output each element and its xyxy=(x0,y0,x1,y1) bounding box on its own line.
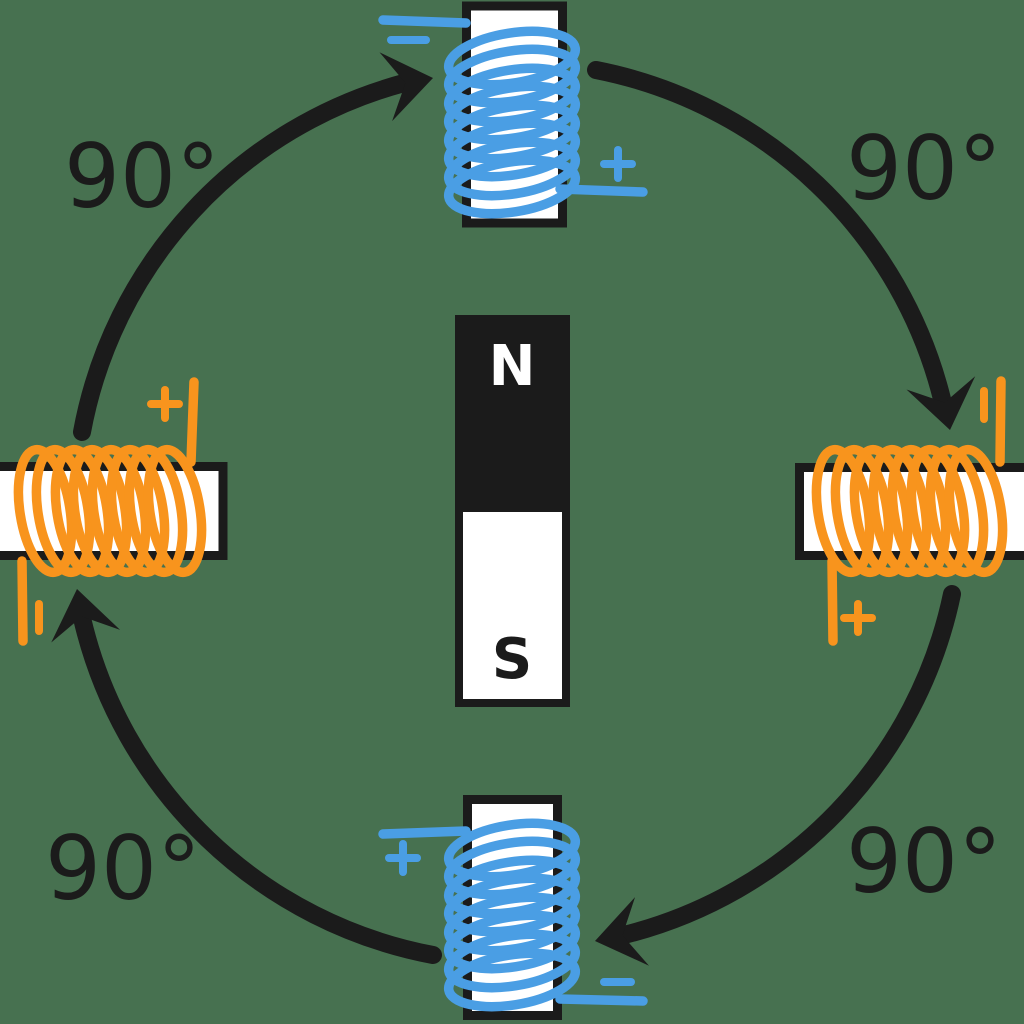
plus-sign-left-coil xyxy=(147,386,183,422)
rotation-arrowheads xyxy=(51,52,976,966)
coil-lead-top-left xyxy=(378,826,471,839)
magnet-north-label: N xyxy=(489,334,536,399)
arrowhead-top-icon xyxy=(379,52,433,122)
magnet-south-half xyxy=(463,512,562,699)
stator-coil-top xyxy=(378,1,648,228)
stator-coil-left xyxy=(0,377,228,646)
arrowhead-bottom-icon xyxy=(595,897,650,966)
coil-winding-right xyxy=(811,376,1008,646)
magnet-south-label: S xyxy=(492,627,532,692)
plus-sign-bottom-coil xyxy=(385,840,421,876)
angle-label-top-right: 90° xyxy=(846,117,1002,220)
coil-winding-top xyxy=(378,15,648,219)
stator-coil-bottom xyxy=(378,795,648,1020)
angle-label-top-left: 90° xyxy=(64,125,220,228)
coil-lead-top-left xyxy=(378,15,471,28)
arrowhead-right-icon xyxy=(906,376,976,430)
rotation-arcs xyxy=(73,61,961,964)
coil-lead-bottom-right xyxy=(555,994,648,1006)
coil-lead-bottom-left xyxy=(827,556,838,646)
coil-lead-bottom-left xyxy=(17,556,28,646)
angle-label-bottom-right: 90° xyxy=(846,810,1002,913)
plus-sign-right-coil xyxy=(840,600,876,636)
rotation-arc-bottom-right xyxy=(615,585,961,944)
coil-winding-bottom xyxy=(378,818,648,1012)
rotation-arc-top-left xyxy=(73,74,413,441)
plus-sign-top-coil xyxy=(600,146,636,182)
rotor-magnet: N S xyxy=(455,315,570,707)
angle-label-bottom-left: 90° xyxy=(45,817,201,920)
coil-winding-left xyxy=(13,377,207,646)
coil-lead-top-right xyxy=(186,377,199,467)
rotation-arc-top-right xyxy=(587,61,951,408)
stator-coil-right xyxy=(795,376,1024,646)
rotation-arc-bottom-left xyxy=(73,609,442,964)
coil-lead-top-right xyxy=(995,376,1006,467)
arrowhead-left-icon xyxy=(51,589,121,643)
